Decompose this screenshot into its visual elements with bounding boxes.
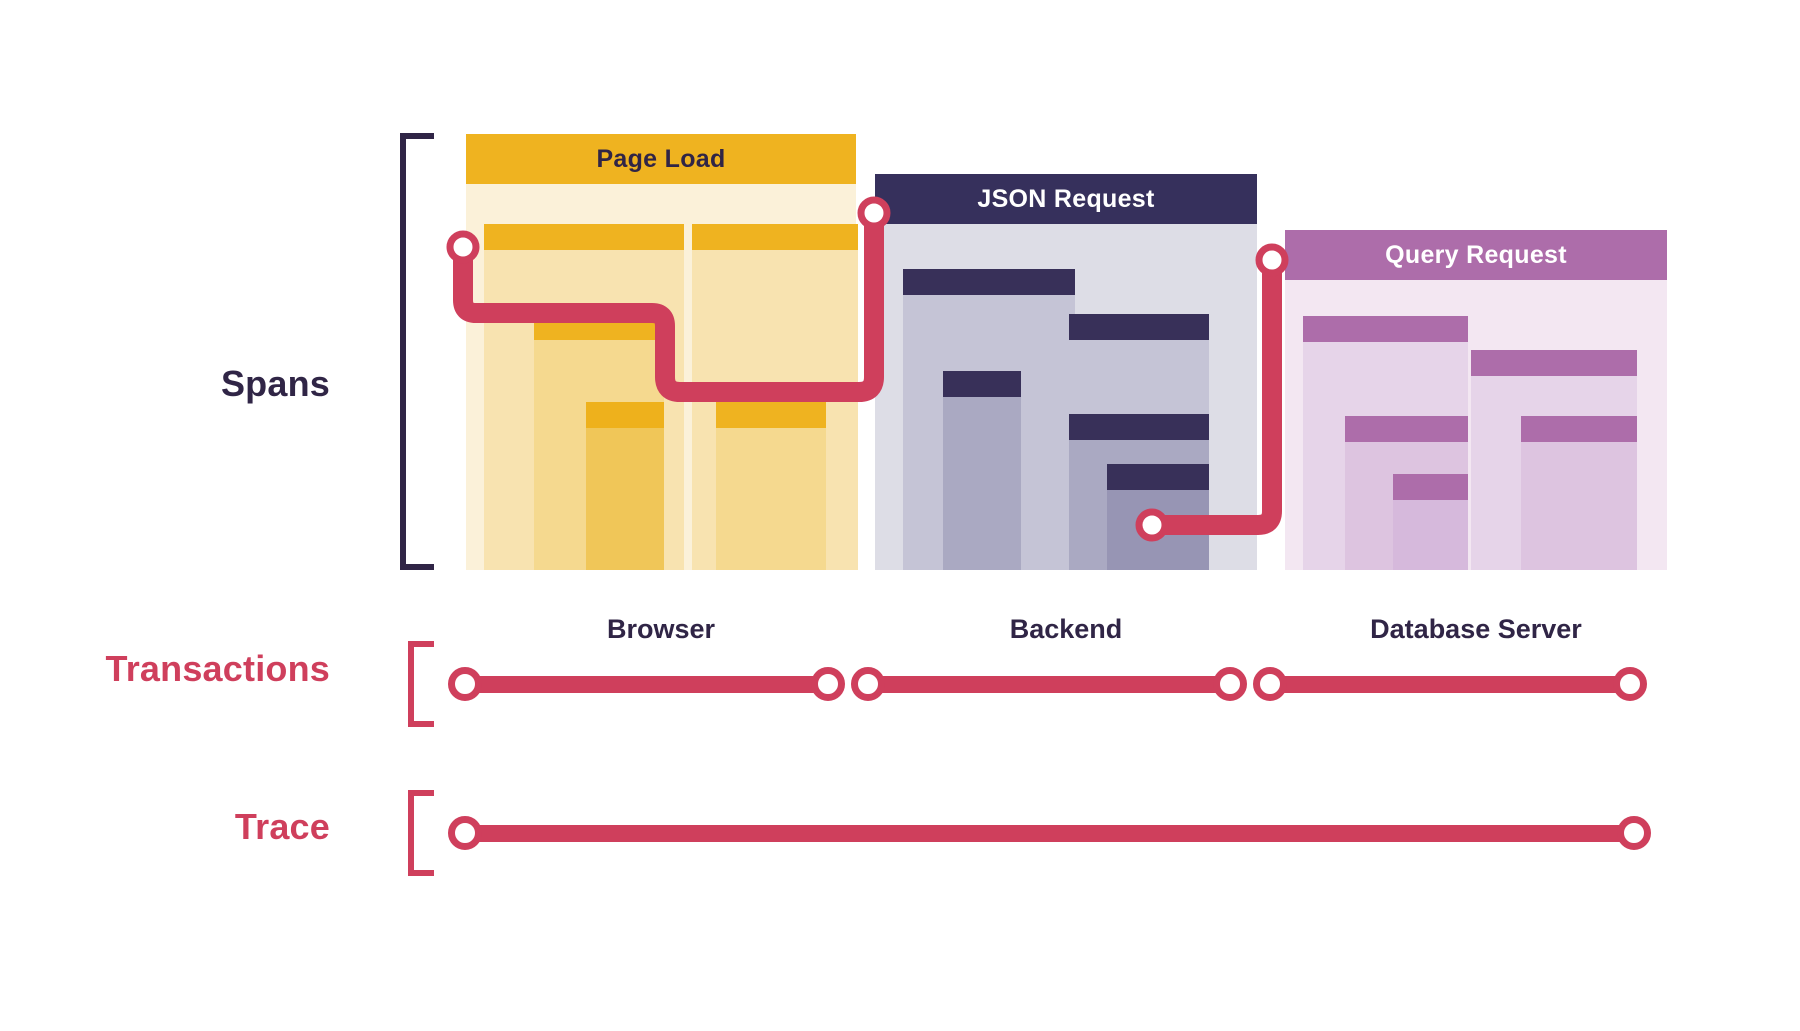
span-bar-cap [1303, 316, 1468, 342]
column-caption-browser: Browser [606, 614, 716, 644]
column-caption-database: Database Server [1370, 614, 1582, 644]
span-bar[interactable] [586, 402, 664, 570]
transaction-node-backend-start[interactable] [851, 667, 885, 701]
span-bar-cap [716, 402, 826, 428]
span-group-title-backend: JSON Request [875, 174, 1257, 224]
span-bar-cap [943, 371, 1021, 397]
span-bar-cap [903, 269, 1075, 295]
trace-bracket [408, 790, 434, 876]
transaction-node-backend-end[interactable] [1213, 667, 1247, 701]
transaction-bar-database[interactable] [1264, 676, 1644, 693]
span-bar-cap [534, 314, 664, 340]
span-bar-cap [1107, 464, 1209, 490]
span-bar-cap [1069, 314, 1209, 340]
span-bar-fill [1107, 490, 1209, 570]
transaction-node-database-end[interactable] [1613, 667, 1647, 701]
transaction-node-browser-start[interactable] [448, 667, 482, 701]
span-bar-cap [586, 402, 664, 428]
span-group-title-database: Query Request [1285, 230, 1667, 280]
transaction-node-database-start[interactable] [1253, 667, 1287, 701]
span-bar-fill [1521, 442, 1637, 570]
connector-node-database-start[interactable] [1255, 243, 1289, 277]
span-group-database[interactable]: Query Request [1285, 230, 1667, 570]
spans-bracket [400, 133, 434, 570]
span-group-title-browser: Page Load [466, 134, 856, 184]
span-bar-fill [716, 428, 826, 570]
transactions-bracket [408, 641, 434, 727]
span-bar-cap [1471, 350, 1637, 376]
trace-row-label: Trace [234, 806, 330, 847]
span-bar[interactable] [943, 371, 1021, 570]
span-bar[interactable] [1393, 474, 1468, 570]
transaction-bar-browser[interactable] [462, 676, 842, 693]
span-bar[interactable] [1521, 416, 1637, 570]
span-bar-fill [586, 428, 664, 570]
spans-row-label: Spans [220, 363, 330, 404]
span-bar-fill [943, 397, 1021, 570]
span-bar-cap [1069, 414, 1209, 440]
span-group-browser[interactable]: Page Load [466, 134, 858, 570]
span-bar[interactable] [716, 402, 826, 570]
transactions-row-label: Transactions [105, 648, 330, 689]
span-bar-cap [1345, 416, 1468, 442]
span-bar-cap [1393, 474, 1468, 500]
span-bar-cap [692, 224, 858, 250]
trace-node-end[interactable] [1617, 816, 1651, 850]
transaction-bar-backend[interactable] [862, 676, 1244, 693]
span-bar[interactable] [1107, 464, 1209, 570]
trace-bar[interactable] [462, 825, 1642, 842]
span-bar-cap [1521, 416, 1637, 442]
transaction-node-browser-end[interactable] [811, 667, 845, 701]
span-bar-fill [1393, 500, 1468, 570]
span-group-backend[interactable]: JSON Request [875, 174, 1257, 570]
trace-node-start[interactable] [448, 816, 482, 850]
span-bar-cap [484, 224, 684, 250]
column-caption-backend: Backend [1009, 614, 1123, 644]
